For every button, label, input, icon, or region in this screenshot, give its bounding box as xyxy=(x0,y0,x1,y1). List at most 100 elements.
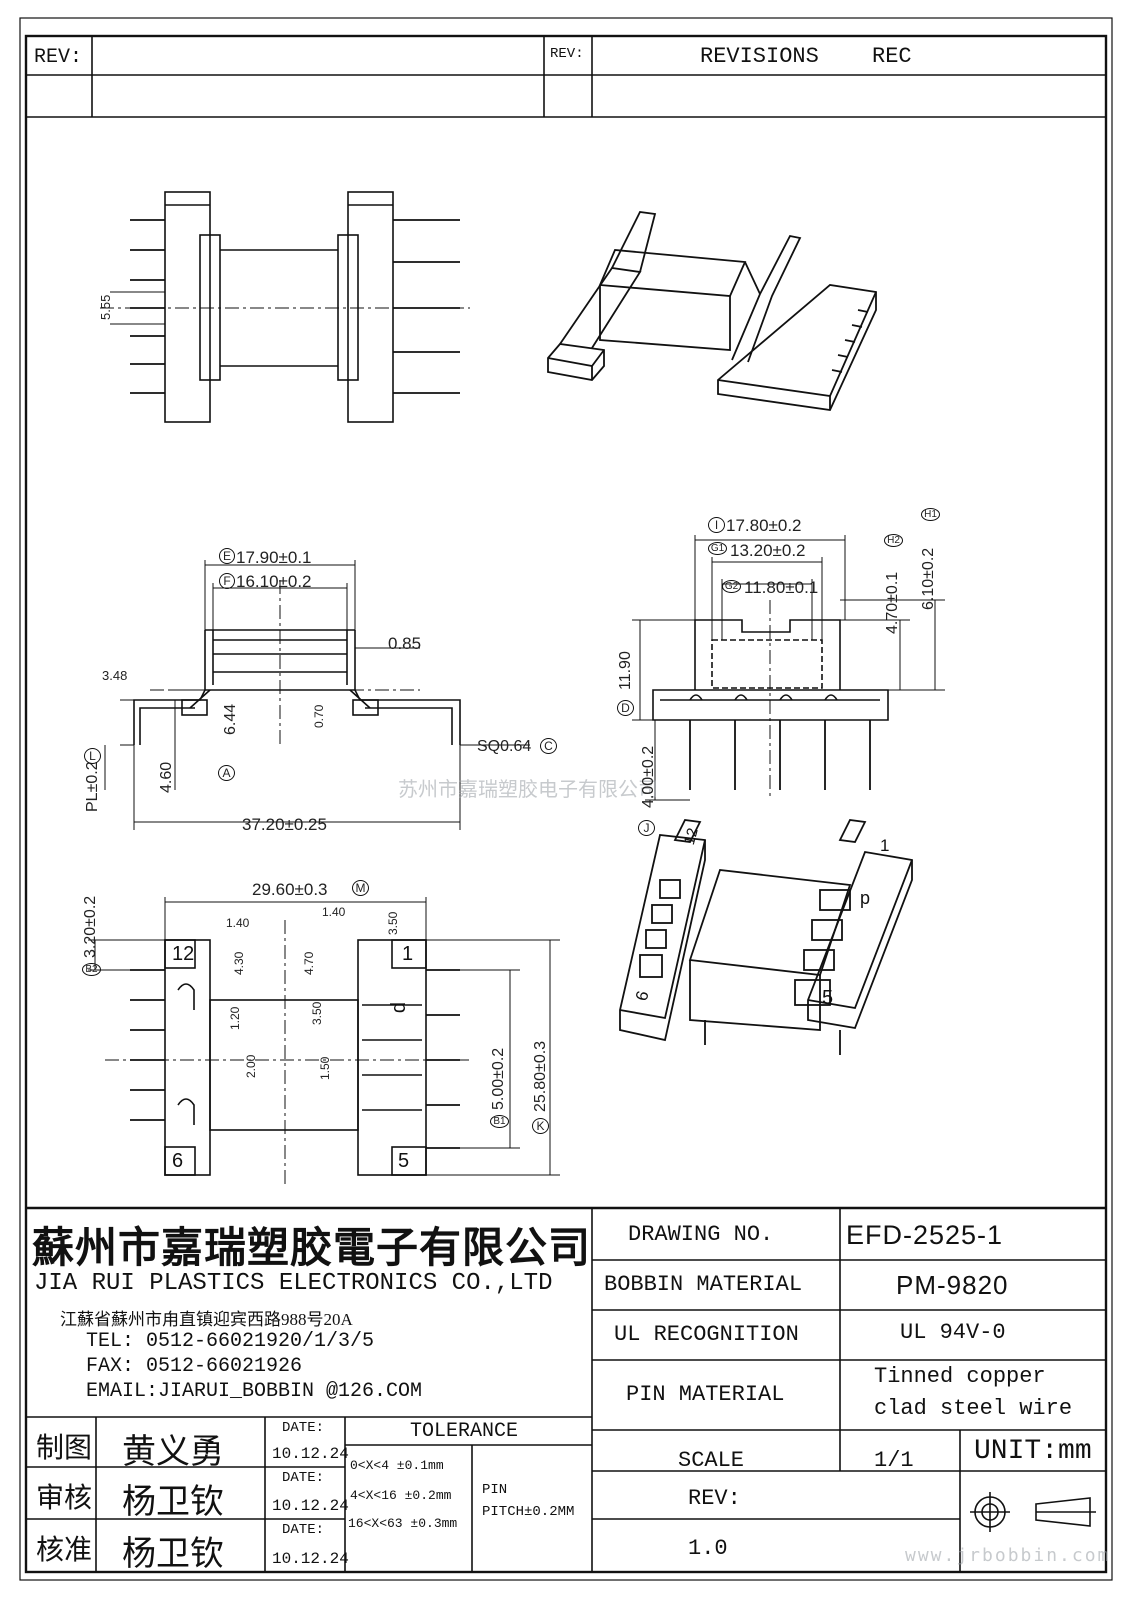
signoff-date-label-drawn: DATE: xyxy=(282,1420,325,1436)
dim-0-85: 0.85 xyxy=(388,634,422,653)
company-address: 江蘇省蘇州市甪直镇迎宾西路988号20A xyxy=(60,1310,353,1329)
rev-value: 1.0 xyxy=(688,1536,728,1561)
dim-3-50-a: 3.50 xyxy=(386,911,400,935)
signoff-role-drawn: 制图 xyxy=(36,1433,93,1464)
pin-material-label: PIN MATERIAL xyxy=(626,1382,785,1407)
scale-value: 1/1 xyxy=(874,1448,914,1473)
watermark-url: www.jrbobbin.com xyxy=(905,1545,1111,1566)
signoff-date-drawn: 10.12.24 xyxy=(272,1445,349,1463)
dim-1-40-a: 1.40 xyxy=(226,916,250,930)
projection-symbol-icon xyxy=(970,1492,1096,1532)
bottom-pin-1: 1 xyxy=(402,943,414,965)
dim-d-label: D xyxy=(617,700,634,716)
dim-3-48: 3.48 xyxy=(102,668,128,683)
dim-g2-label: G2 xyxy=(722,580,741,593)
isometric-view-bottom xyxy=(619,819,913,1055)
isometric-view-top xyxy=(547,211,877,411)
signoff-name-drawn: 黄义勇 xyxy=(122,1434,224,1471)
dim-g1-label: G1 xyxy=(708,542,727,555)
company-email: EMAIL:JIARUI_BOBBIN @126.COM xyxy=(86,1380,423,1403)
dim-pl: PL±0.2 xyxy=(84,761,101,812)
tolerance-pitch: PITCH±0.2MM xyxy=(482,1504,575,1520)
bottom-pin-5: 5 xyxy=(398,1150,410,1172)
dim-0-70: 0.70 xyxy=(312,704,326,728)
dim-h2-label: H2 xyxy=(884,534,903,547)
pin-material-line2: clad steel wire xyxy=(874,1396,1073,1421)
rev-label-right: REV: xyxy=(550,46,584,62)
dim-e-label: E xyxy=(219,548,235,564)
dim-h2-4-70: 4.70±0.1 xyxy=(884,571,901,634)
signoff-date-label-checked: DATE: xyxy=(282,1470,325,1486)
ul-recognition-value: UL 94V-0 xyxy=(900,1320,1006,1345)
dim-b2-3-20: 3.20±0.2 xyxy=(82,895,99,958)
dim-37-20: 37.20±0.25 xyxy=(242,815,327,834)
scale-label: SCALE xyxy=(678,1448,745,1473)
dim-c-label: C xyxy=(540,738,557,754)
dim-k-label: K xyxy=(532,1118,549,1134)
dim-3-50-b: 3.50 xyxy=(310,1001,324,1025)
dim-b1-label: B1 xyxy=(490,1115,509,1128)
dim-l-label: L xyxy=(84,748,101,764)
dim-m-label: M xyxy=(352,880,369,896)
dim-i-17-80: 17.80±0.2 xyxy=(726,516,802,535)
bobbin-material-value: PM-9820 xyxy=(896,1270,1009,1300)
iso-pin-5: 5 xyxy=(822,987,834,1009)
revisions-heading: REVISIONS xyxy=(700,44,819,69)
rev-label-left: REV: xyxy=(34,46,83,69)
signoff-role-approved: 核准 xyxy=(36,1535,93,1566)
drawing-no-value: EFD-2525-1 xyxy=(846,1220,1004,1250)
watermark-center-text: 苏州市嘉瑞塑胶电子有限公司 xyxy=(398,777,658,801)
dim-5-55: 5.55 xyxy=(98,294,113,320)
dim-m-29-60: 29.60±0.3 xyxy=(252,880,328,899)
bobbin-material-label: BOBBIN MATERIAL xyxy=(604,1272,803,1297)
company-fax: FAX: 0512-66021926 xyxy=(86,1355,303,1378)
dim-b2-label: B2 xyxy=(82,963,101,976)
tolerance-line-2: 4<X<16 ±0.2mm xyxy=(350,1488,452,1503)
dim-h1-6-10: 6.10±0.2 xyxy=(920,547,937,610)
dim-j-label: J xyxy=(638,820,655,836)
bottom-pin-12: 12 xyxy=(172,943,195,965)
dim-f-label: F xyxy=(219,573,235,589)
dim-i-label: I xyxy=(708,517,725,533)
iso-pin-1: 1 xyxy=(880,836,890,855)
top-view xyxy=(100,191,470,423)
signoff-date-label-approved: DATE: xyxy=(282,1522,325,1538)
dim-g1-13-20: 13.20±0.2 xyxy=(730,541,806,560)
side-view xyxy=(104,560,530,830)
bottom-polarity-p: p xyxy=(389,1001,412,1014)
tolerance-pin: PIN xyxy=(482,1482,508,1498)
company-name-en: JIA RUI PLASTICS ELECTRONICS CO.,LTD xyxy=(34,1270,553,1297)
dim-4-30: 4.30 xyxy=(232,951,246,975)
rec-heading: REC xyxy=(872,44,912,69)
dim-h1-label: H1 xyxy=(921,508,940,521)
dim-d-11-90: 11.90 xyxy=(617,651,634,690)
tolerance-line-1: 0<X<4 ±0.1mm xyxy=(350,1458,444,1473)
dim-6-44: 6.44 xyxy=(222,703,239,735)
dim-k-25-80: 25.80±0.3 xyxy=(532,1040,549,1112)
bottom-view xyxy=(88,897,560,1185)
front-view xyxy=(632,535,945,801)
dim-b1-5-00: 5.00±0.2 xyxy=(490,1047,507,1110)
dim-g2-11-80: 11.80±0.1 xyxy=(744,578,819,597)
drawing-no-label: DRAWING NO. xyxy=(628,1222,774,1247)
rev-label: REV: xyxy=(688,1486,741,1511)
tolerance-line-3: 16<X<63 ±0.3mm xyxy=(348,1516,458,1531)
dim-j-4-00: 4.00±0.2 xyxy=(640,745,657,808)
pin-material-line1: Tinned copper xyxy=(874,1364,1046,1389)
unit-label: UNIT:mm xyxy=(974,1436,1092,1467)
dim-1-20: 1.20 xyxy=(228,1006,242,1030)
signoff-name-checked: 杨卫钦 xyxy=(122,1484,224,1521)
signoff-date-checked: 10.12.24 xyxy=(272,1497,349,1515)
dim-2-00: 2.00 xyxy=(244,1054,258,1078)
dim-a-label: A xyxy=(218,765,235,781)
dim-sq-0-64: SQ0.64 xyxy=(477,738,532,755)
dim-1-40-b: 1.40 xyxy=(322,905,346,919)
dim-f-16-10: 16.10±0.2 xyxy=(236,572,312,591)
dim-4-70: 4.70 xyxy=(302,951,316,975)
dim-e-17-90: 17.90±0.1 xyxy=(236,548,312,567)
signoff-date-approved: 10.12.24 xyxy=(272,1550,349,1568)
signoff-name-approved: 杨卫钦 xyxy=(122,1536,224,1573)
tolerance-title: TOLERANCE xyxy=(410,1420,519,1443)
ul-recognition-label: UL RECOGNITION xyxy=(614,1322,799,1347)
